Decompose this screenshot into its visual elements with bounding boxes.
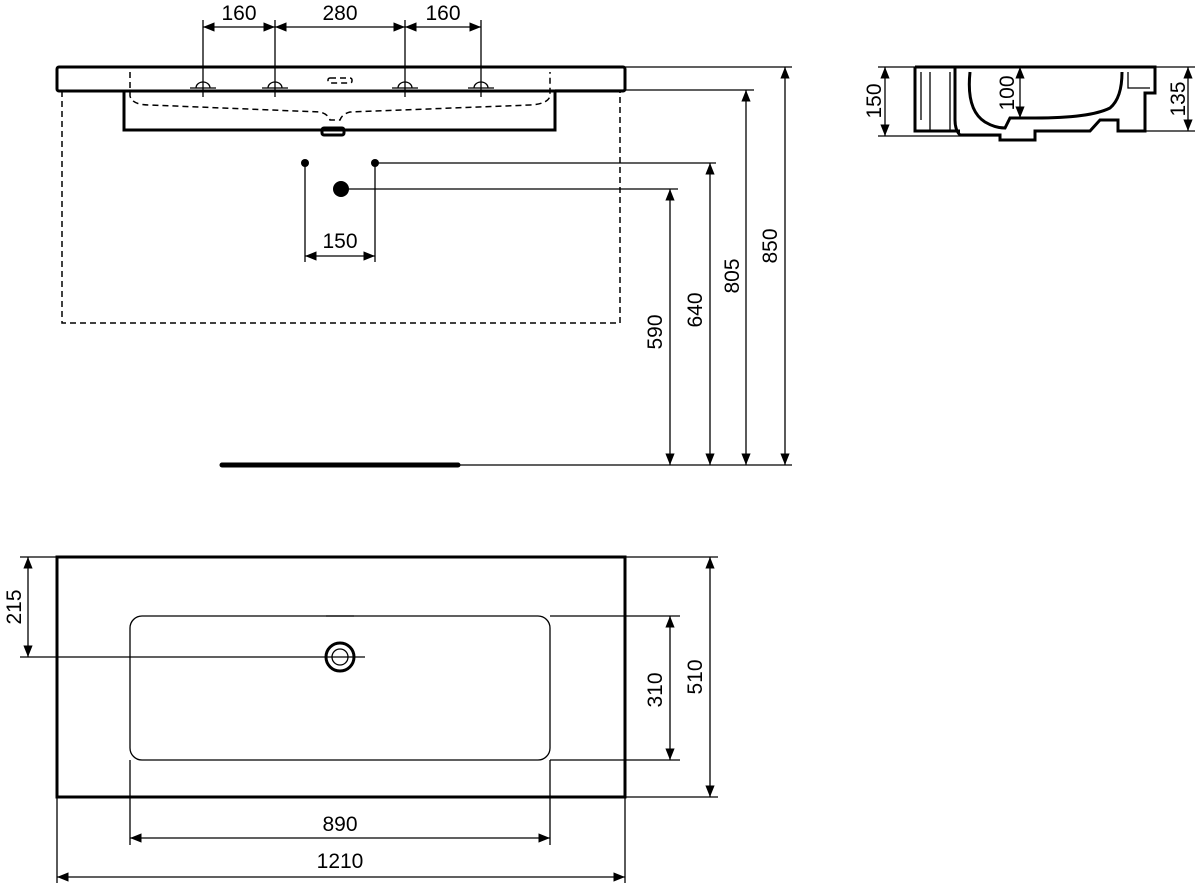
hidden-cabinet-outline	[61, 91, 621, 324]
dim-total-width: 1210	[317, 850, 364, 873]
dim-bowl-width: 890	[322, 813, 357, 836]
dim-drain-offset: 215	[3, 589, 26, 624]
dim-tap-left: 160	[221, 2, 256, 25]
tap-holes	[190, 20, 494, 97]
dim-bowl-depth: 310	[644, 672, 667, 707]
plan-view: 215 310 510 890 1210	[3, 555, 718, 883]
front-view: 160 280 160 150 590 640 805 850	[55, 2, 792, 468]
dim-rim-height: 850	[759, 228, 782, 263]
dim-fixing-spacing: 150	[322, 230, 357, 253]
hidden-bowl-outline	[129, 72, 551, 121]
basin-outline	[55, 555, 627, 799]
dim-bowl-height: 805	[721, 258, 744, 293]
dim-tap-right: 160	[425, 2, 460, 25]
dim-fixing-height: 640	[684, 292, 707, 327]
dim-waste-height: 590	[644, 314, 667, 349]
dim-total-depth: 510	[684, 659, 707, 694]
side-view: 150 100 135	[863, 65, 1195, 142]
dim-side-bowl-depth: 100	[996, 75, 1019, 110]
waste-outlet	[320, 126, 346, 137]
basin-bowl	[122, 91, 557, 132]
bowl-outline	[129, 615, 551, 761]
dim-tap-center: 280	[322, 2, 357, 25]
dim-side-back-height: 135	[1167, 81, 1190, 116]
basin-rim	[55, 65, 627, 93]
dim-side-total-height: 150	[863, 83, 886, 118]
